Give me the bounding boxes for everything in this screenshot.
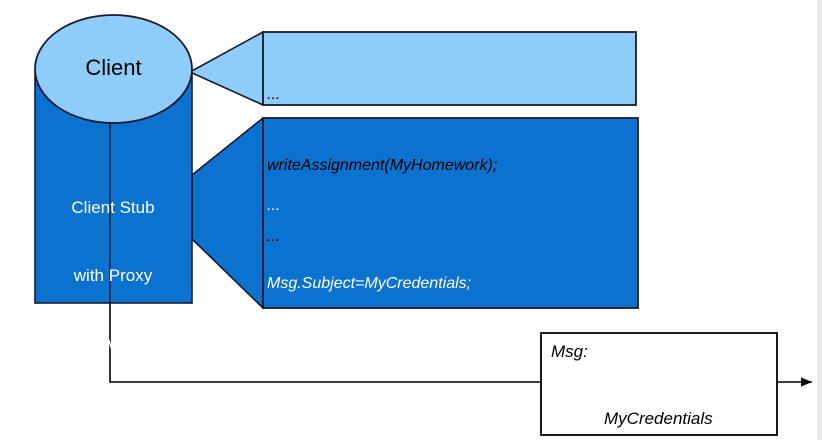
connector-stub-to-message [109,303,541,383]
stub-code-line-4: Msg.Params= MyHomework; [267,429,473,440]
stub-code-text: ... Msg.Subject=MyCredentials; Msg.Metho… [267,141,632,440]
callout-box-application [262,31,637,106]
callout-tail-stub [191,117,264,309]
application-code-line-1: ... [267,86,281,104]
message-box-values: MyCredentials writeAssignment_Id MyHomew… [604,343,752,440]
message-box-key: Msg: [551,342,588,361]
application-code-text: ... writeAssignment(MyHomework); ... [267,36,627,296]
callout-box-stub [262,117,639,309]
callout-tail-application [189,31,264,106]
message-out-arrow [777,377,812,387]
client-stub-label-line-1: Client Stub [71,198,155,218]
application-code-line-2: writeAssignment(MyHomework); [267,157,498,175]
client-stub-label: Client Stub with Proxy (here without PEP… [33,152,193,440]
client-stub-label-line-2: with Proxy [73,266,153,286]
client-stub-label-line-4: PEP and PDP) [56,401,170,421]
client-stub-label-line-3: (here without [63,333,163,353]
message-box-value-1: MyCredentials [604,408,713,428]
stub-code-line-2: Msg.Subject=MyCredentials; [267,274,472,292]
application-code-line-3: ... [267,228,281,246]
stub-code-line-3: Msg.Method_Id=writeAssignment_Id; [267,352,531,370]
page-edge-strip [817,0,822,440]
client-node-label: Client [85,55,142,80]
client-ellipse [34,14,193,124]
message-box [540,332,778,436]
stub-code-line-1: ... [267,196,281,214]
